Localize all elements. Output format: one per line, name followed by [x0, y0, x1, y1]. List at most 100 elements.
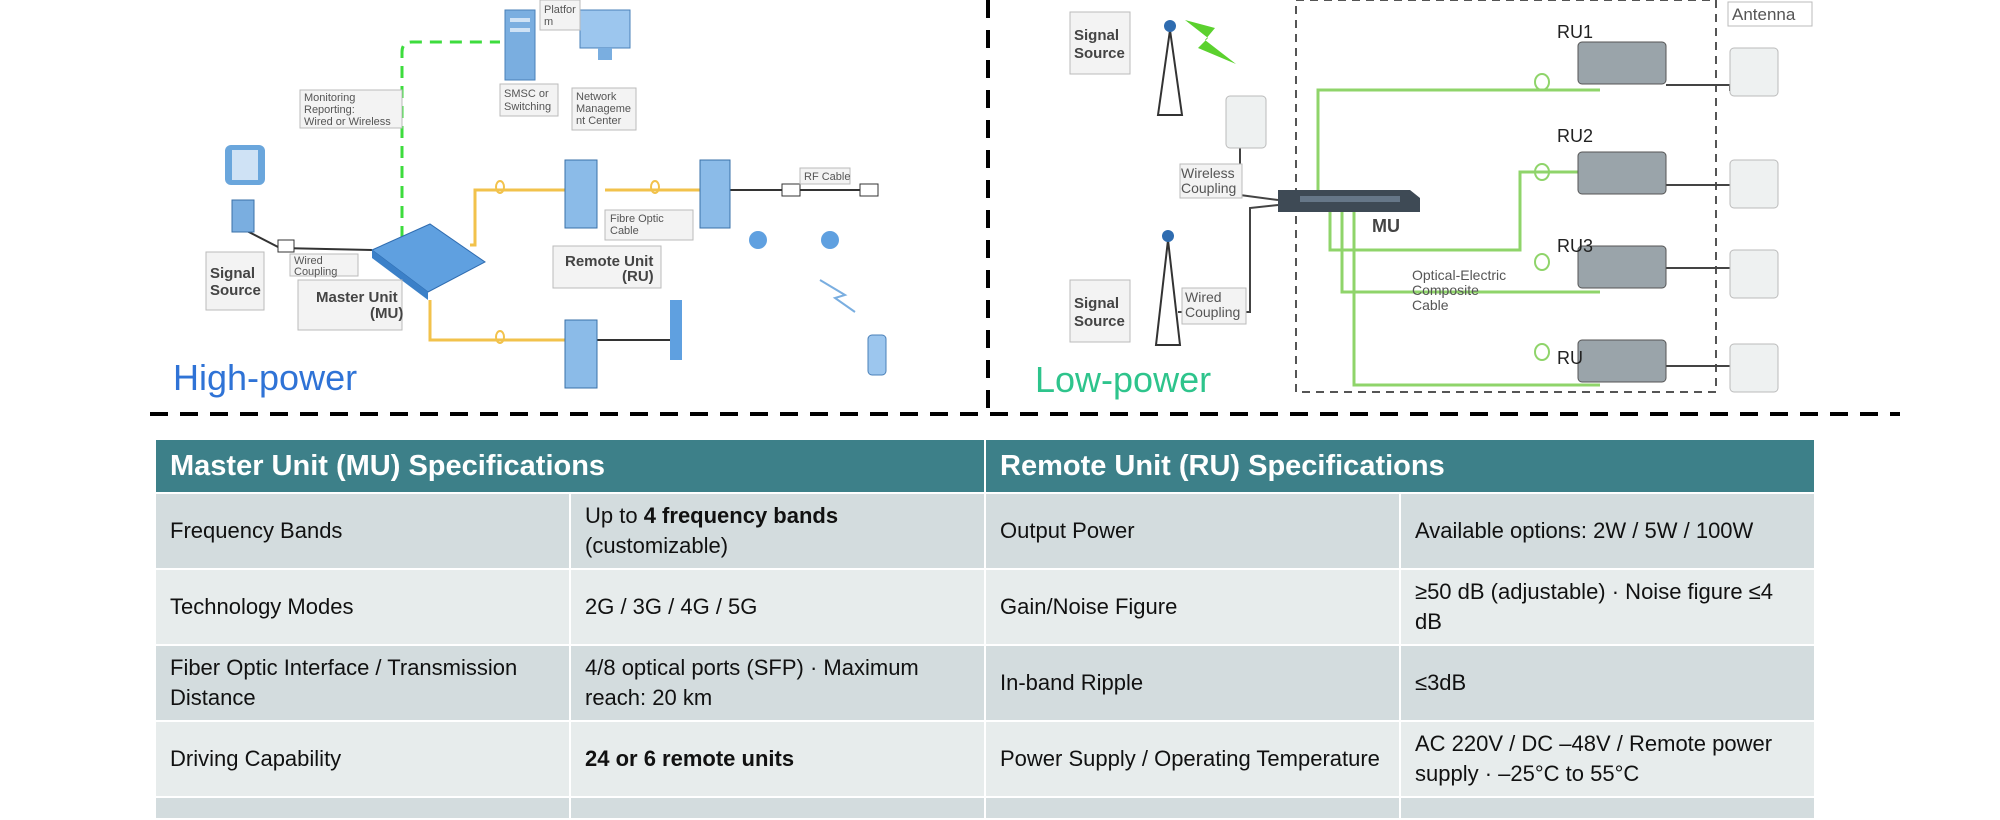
lightning-icon [1185, 20, 1236, 64]
tower-icon-top [1156, 20, 1184, 116]
table-row: Driving Capability 24 or 6 remote units … [156, 722, 1814, 796]
fiber-loop [495, 330, 505, 344]
svg-text:SMSC or: SMSC or [504, 88, 549, 100]
wireless-line [1239, 140, 1279, 201]
svg-text:Signal: Signal [1074, 295, 1119, 312]
composite-cable-ru1 [1316, 88, 1600, 210]
ru-value-cell: Available options: 2W / 5W / 100W [1401, 494, 1814, 568]
svg-text:Reporting:: Reporting: [304, 104, 355, 116]
monitoring-link [400, 40, 500, 238]
ru-spec-header: Remote Unit (RU) Specifications [986, 440, 1814, 492]
signal-source-label-top: Signal Source [1069, 11, 1131, 75]
wired-coupling-label: Wired Coupling [1181, 287, 1247, 325]
svg-text:Coupling: Coupling [294, 266, 337, 278]
svg-text:Remote Unit: Remote Unit [565, 253, 653, 270]
svg-text:Cable: Cable [610, 225, 639, 237]
mu-label: MU [1372, 216, 1400, 236]
svg-text:Switching: Switching [504, 101, 551, 113]
svg-text:Antenna: Antenna [1732, 5, 1796, 24]
table-cell [156, 798, 569, 818]
svg-text:Manageme: Manageme [576, 103, 631, 115]
composite-cable-ru3 [1340, 210, 1600, 294]
cable-loop [1534, 73, 1550, 91]
antenna-label: Antenna [1727, 1, 1813, 27]
smsc-label: SMSC or Switching [499, 83, 559, 117]
cable-loop [1534, 343, 1550, 361]
signal-source-label: Signal Source [205, 251, 265, 311]
fiber-cable-bottom [428, 300, 565, 342]
ru-value-cell: ≥50 dB (adjustable) · Noise figure ≤4 dB [1401, 570, 1814, 644]
mu-param-cell: Driving Capability [156, 722, 569, 796]
svg-text:Wireless: Wireless [1181, 165, 1235, 181]
remote-unit-device [564, 159, 731, 389]
table-cell [1401, 798, 1814, 818]
svg-text:Network: Network [576, 91, 617, 103]
svg-text:Wired: Wired [1185, 289, 1222, 305]
svg-text:Optical-Electric: Optical-Electric [1412, 267, 1506, 283]
mu-value-cell: 24 or 6 remote units [571, 722, 984, 796]
table-row: Frequency Bands Up to 4 frequency bands(… [156, 494, 1814, 568]
wireless-antenna-icon [1225, 95, 1267, 149]
svg-text:(MU): (MU) [370, 305, 403, 322]
tower-icon-hp [225, 145, 265, 233]
fiber-loop [650, 180, 660, 194]
svg-text:Platfor: Platfor [544, 4, 576, 16]
ru-param-cell: In-band Ripple [986, 646, 1399, 720]
mu-param-cell: Fiber Optic Interface / Transmission Dis… [156, 646, 569, 720]
coupler [277, 239, 295, 253]
svg-text:Signal: Signal [1074, 27, 1119, 44]
antenna-icon [670, 183, 879, 360]
svg-text:Signal: Signal [210, 265, 255, 282]
svg-text:Monitoring: Monitoring [304, 92, 355, 104]
svg-text:Wired or Wireless: Wired or Wireless [304, 116, 391, 128]
ru-param-cell: Gain/Noise Figure [986, 570, 1399, 644]
wireless-coupling-label: Wireless Coupling [1179, 163, 1243, 199]
svg-text:Coupling: Coupling [1185, 304, 1240, 320]
cable-label: Optical-Electric Composite Cable [1412, 267, 1506, 313]
master-unit-device [371, 223, 486, 300]
mu-value-cell: 2G / 3G / 4G / 5G [571, 570, 984, 644]
platform-label: Platfor m [539, 0, 581, 31]
cable-loop [1534, 253, 1550, 271]
cable-loop [1534, 163, 1550, 181]
ru-value-cell: AC 220V / DC –48V / Remote power supply … [1401, 722, 1814, 796]
ru-param-cell: Output Power [986, 494, 1399, 568]
low-power-title: Low-power [1035, 359, 1211, 400]
high-power-diagram: Monitoring Reporting: Wired or Wireless … [173, 0, 887, 398]
fiber-cable-top [470, 188, 565, 247]
composite-cable-ru2 [1328, 170, 1600, 252]
svg-text:Composite: Composite [1412, 282, 1479, 298]
svg-text:Fibre Optic: Fibre Optic [610, 213, 664, 225]
svg-text:Source: Source [1074, 45, 1125, 62]
table-row [156, 798, 1814, 818]
ru4-label: RU [1557, 348, 1583, 368]
specifications-table: Master Unit (MU) Specifications Remote U… [154, 438, 1816, 820]
svg-text:Wired: Wired [294, 255, 323, 267]
svg-text:(RU): (RU) [622, 268, 654, 285]
svg-text:Master Unit: Master Unit [316, 289, 398, 306]
server-icon [504, 9, 536, 81]
mu-value-cell: Up to 4 frequency bands(customizable) [571, 494, 984, 568]
svg-text:Source: Source [1074, 313, 1125, 330]
fiber-loop [495, 180, 505, 194]
master-unit-label: Master Unit (MU) [297, 279, 403, 331]
ru1-label: RU1 [1557, 22, 1593, 42]
mu-device [1278, 190, 1420, 212]
lightning-icon [819, 279, 856, 313]
mu-value-cell: 4/8 optical ports (SFP) · Maximum reach:… [571, 646, 984, 720]
antenna-icon [1729, 47, 1779, 393]
svg-text:m: m [544, 16, 553, 28]
monitor-icon [579, 9, 631, 60]
tower-icon-bottom [1154, 230, 1182, 346]
svg-text:nt Center: nt Center [576, 115, 622, 127]
ru2-label: RU2 [1557, 126, 1593, 146]
mu-param-cell: Frequency Bands [156, 494, 569, 568]
table-cell [571, 798, 984, 818]
table-row: Fiber Optic Interface / Transmission Dis… [156, 646, 1814, 720]
mu-spec-header: Master Unit (MU) Specifications [156, 440, 984, 492]
svg-text:Cable: Cable [1412, 297, 1449, 313]
fibre-label: Fibre Optic Cable [604, 209, 694, 241]
ru-param-cell: Power Supply / Operating Temperature [986, 722, 1399, 796]
ru-device [1577, 41, 1667, 383]
wired-coupling-line [244, 205, 373, 251]
